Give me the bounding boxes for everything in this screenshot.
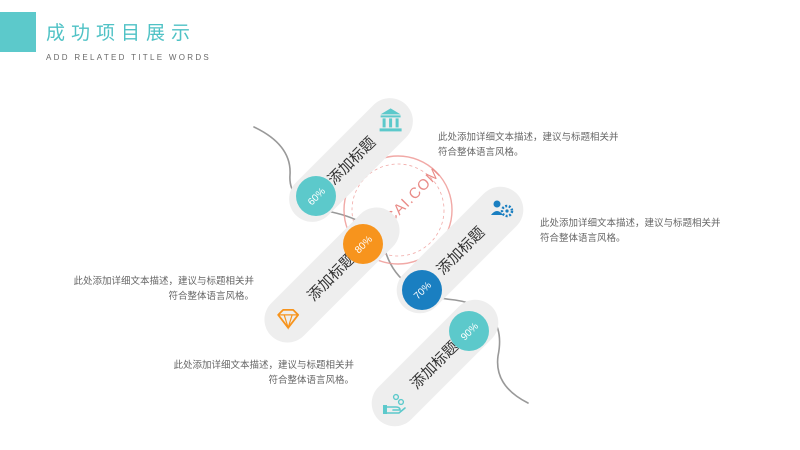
- item-description-4: 此处添加详细文本描述，建议与标题相关并 符合整体语言风格。: [173, 358, 354, 388]
- page-title: 成功项目展示: [46, 22, 197, 44]
- item-card-4: 添加标题: [371, 299, 499, 427]
- progress-badge-3: [402, 270, 442, 310]
- description-line: 符合整体语言风格。: [438, 147, 524, 158]
- progress-badge-2: [343, 224, 383, 264]
- description-line: 符合整体语言风格。: [168, 291, 254, 302]
- progress-badge-1: [296, 176, 336, 216]
- item-description-1: 此处添加详细文本描述，建议与标题相关并 符合整体语言风格。: [438, 130, 619, 160]
- item-card-2: 添加标题: [264, 207, 400, 343]
- description-line: 符合整体语言风格。: [268, 375, 354, 386]
- description-line: 此处添加详细文本描述，建议与标题相关并: [73, 276, 254, 287]
- description-line: 此处添加详细文本描述，建议与标题相关并: [438, 132, 619, 143]
- page-subtitle: ADD RELATED TITLE WORDS: [46, 53, 212, 62]
- coin-hand-icon: [382, 393, 406, 415]
- bank-building-icon: [379, 108, 402, 132]
- item-description-3: 此处添加详细文本描述，建议与标题相关并 符合整体语言风格。: [540, 216, 721, 246]
- item-description-2: 此处添加详细文本描述，建议与标题相关并 符合整体语言风格。: [73, 274, 254, 304]
- description-line: 符合整体语言风格。: [540, 233, 626, 244]
- progress-badge-4: [449, 311, 489, 351]
- description-line: 此处添加详细文本描述，建议与标题相关并: [540, 218, 721, 229]
- diamond-icon: [277, 308, 300, 330]
- team-gear-icon: [491, 200, 514, 218]
- description-line: 此处添加详细文本描述，建议与标题相关并: [173, 360, 354, 371]
- title-accent-bar: [0, 12, 36, 52]
